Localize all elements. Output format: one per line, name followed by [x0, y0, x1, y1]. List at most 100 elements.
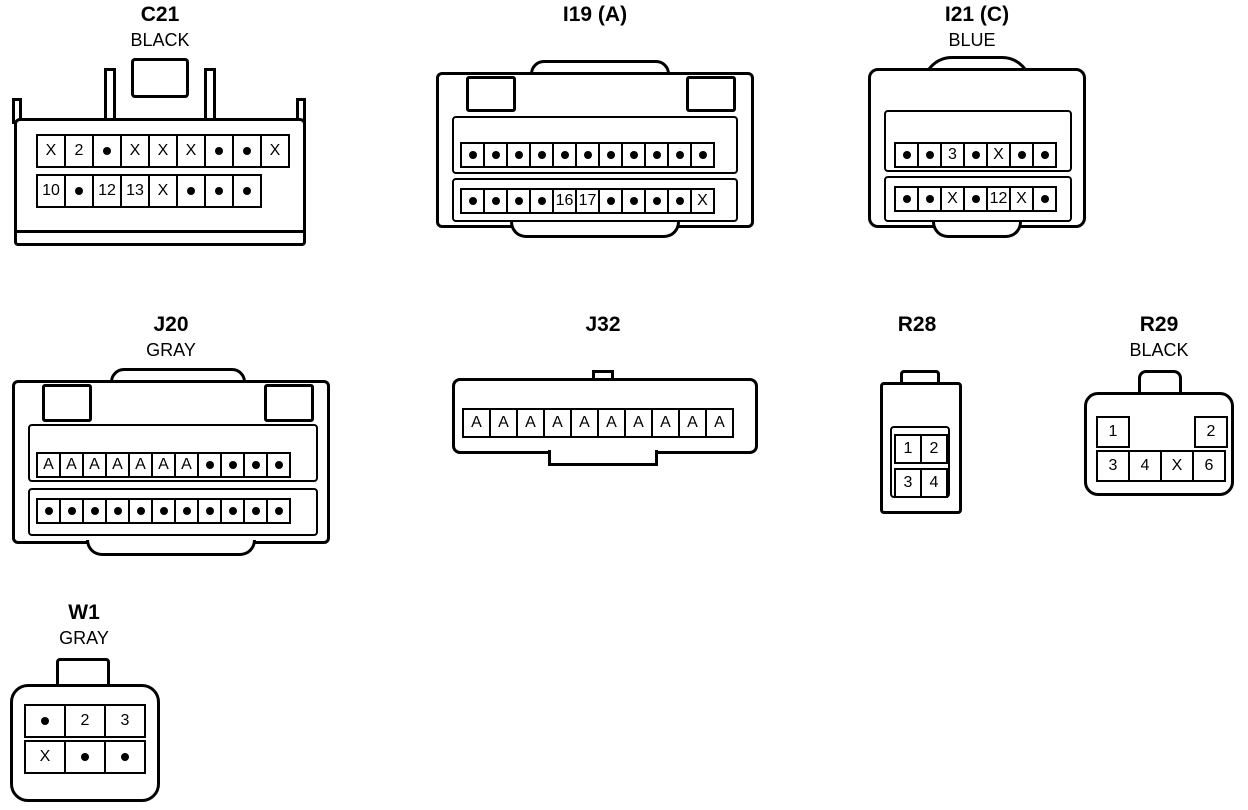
pin-cell	[92, 134, 122, 168]
pin-cell	[197, 452, 222, 478]
pin-cell	[917, 142, 942, 168]
pin-label: A	[633, 414, 644, 431]
pin-cell: 3	[104, 704, 146, 738]
pin-cell: A	[36, 452, 61, 478]
pin-label: X	[269, 142, 281, 159]
pin-cell	[598, 188, 623, 214]
connector-color: BLACK	[1129, 340, 1189, 360]
pin-cell	[575, 142, 600, 168]
pin-cell	[174, 498, 199, 524]
pin-dot	[902, 151, 911, 159]
pin-cell: 4	[920, 468, 948, 498]
pin-cell	[24, 704, 66, 738]
connector-title: W1	[68, 601, 100, 624]
pin-cell: X	[260, 134, 290, 168]
connector-color: GRAY	[146, 340, 196, 360]
pin-cell	[197, 498, 222, 524]
pin-dot	[583, 151, 592, 159]
pin-cell: A	[705, 408, 734, 438]
pin-row-2: X	[24, 740, 146, 774]
pin-dot	[971, 195, 980, 203]
pin-row-1	[460, 142, 715, 168]
pin-dot	[215, 147, 223, 155]
pin-cell: X	[690, 188, 715, 214]
connector-color: GRAY	[59, 628, 109, 648]
pin-dot	[41, 717, 49, 725]
pin-dot	[205, 507, 214, 515]
pin-dot	[81, 753, 89, 761]
pin-cell: A	[82, 452, 107, 478]
pin-dot	[215, 187, 223, 195]
pin-cell: A	[174, 452, 199, 478]
pin-cell: A	[105, 452, 130, 478]
pin-cell	[667, 188, 692, 214]
pin-dot	[103, 147, 111, 155]
pin-cell	[690, 142, 715, 168]
latch	[131, 58, 189, 98]
pin-cell: 1	[1096, 416, 1130, 448]
pin-cell: X	[176, 134, 206, 168]
base-lip	[510, 222, 680, 238]
pin-dot	[537, 197, 546, 205]
pin-dot	[652, 151, 661, 159]
pin-dot	[468, 197, 477, 205]
pin-label: X	[157, 182, 169, 199]
pin-cell: X	[940, 186, 965, 212]
pin-cell	[104, 740, 146, 774]
pin-cell	[82, 498, 107, 524]
pin-dot	[228, 507, 237, 515]
latch-post	[104, 68, 116, 122]
pin-cell: X	[148, 134, 178, 168]
pin-label: X	[45, 142, 57, 159]
pin-label: X	[1171, 457, 1183, 474]
pin-label: X	[947, 190, 958, 207]
connector-color: BLACK	[130, 30, 190, 50]
base-lip	[932, 222, 1022, 238]
pin-dot	[468, 151, 477, 159]
pin-cell	[506, 188, 531, 214]
pin-cell	[36, 498, 61, 524]
pin-cell: 3	[940, 142, 965, 168]
pin-cell: 13	[120, 174, 150, 208]
pin-label: 2	[1206, 423, 1216, 440]
pin-dot	[159, 507, 168, 515]
pin-label: A	[687, 414, 698, 431]
pin-cell: 3	[1096, 450, 1130, 482]
pin-cell	[220, 498, 245, 524]
pin-dot	[113, 507, 122, 515]
connector-title: J20	[153, 313, 189, 336]
pin-label: A	[135, 456, 146, 473]
pin-label: 6	[1204, 457, 1214, 474]
pin-cell: 4	[1128, 450, 1162, 482]
pin-dot	[902, 195, 911, 203]
connector-title: J32	[585, 313, 621, 336]
pin-cell	[506, 142, 531, 168]
pin-dot	[90, 507, 99, 515]
pin-cell	[644, 188, 669, 214]
pin-label: X	[993, 146, 1004, 163]
pin-cell: A	[59, 452, 84, 478]
pin-label: X	[697, 192, 708, 209]
base-lip	[86, 540, 256, 556]
pin-dot	[629, 151, 638, 159]
pin-cell: 3	[894, 468, 922, 498]
pin-dot	[1017, 151, 1026, 159]
pin-label: 4	[1140, 457, 1150, 474]
pin-label: 4	[929, 474, 939, 491]
pin-cell	[59, 498, 84, 524]
latch-post	[204, 68, 216, 122]
pin-dot	[187, 187, 195, 195]
pin-dot	[652, 197, 661, 205]
pin-label: A	[89, 456, 100, 473]
pin-dot	[925, 195, 934, 203]
pin-label: 12	[98, 182, 116, 199]
